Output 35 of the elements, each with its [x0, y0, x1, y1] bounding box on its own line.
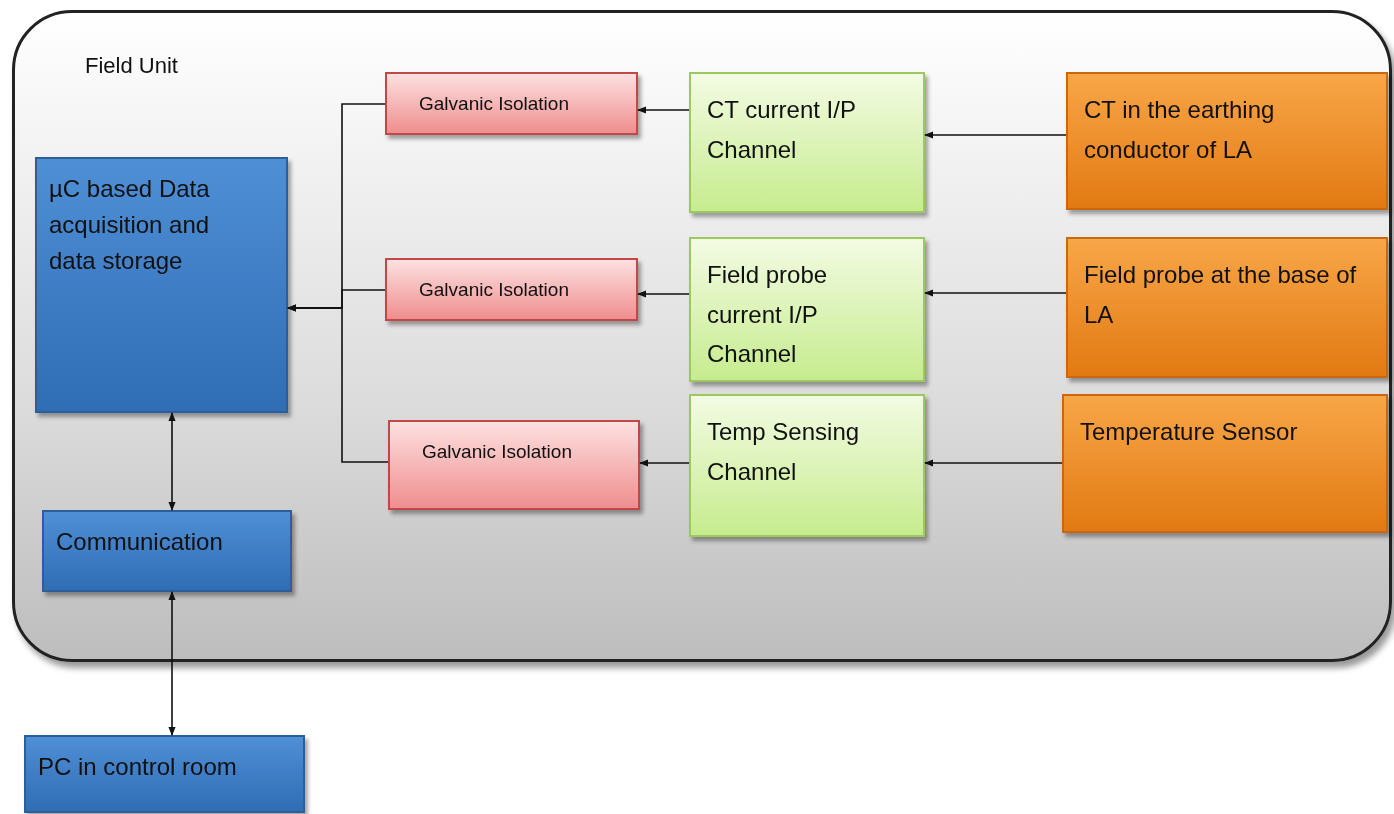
- box-label: µC based Data acquisition and data storage: [49, 174, 211, 276]
- arrow: [924, 131, 1067, 139]
- sensor-box: [1062, 394, 1388, 533]
- arrow: [924, 289, 1067, 297]
- channel-box: [689, 237, 925, 382]
- box-label: Communication: [56, 527, 224, 557]
- box-label: Galvanic Isolation: [422, 440, 573, 464]
- box-label: CT current I/P Channel: [707, 95, 857, 165]
- process-box: [24, 735, 305, 813]
- isolation-box: [385, 258, 638, 321]
- box-label: Temperature Sensor: [1080, 417, 1299, 447]
- box-label: Galvanic Isolation: [419, 278, 570, 302]
- arrow: [924, 459, 1063, 467]
- box-label: Temp Sensing Channel: [707, 417, 861, 487]
- panel-title: Field Unit: [85, 52, 178, 80]
- isolation-box: [388, 420, 640, 510]
- field-unit-panel: [12, 10, 1392, 662]
- process-box: [42, 510, 292, 592]
- isolation-box: [385, 72, 638, 135]
- channel-box: [689, 394, 925, 537]
- box-label: Field probe at the base of LA: [1084, 260, 1358, 330]
- box-label: PC in control room: [38, 752, 238, 782]
- arrow: [287, 304, 389, 463]
- box-label: Galvanic Isolation: [419, 92, 570, 116]
- arrow: [168, 591, 176, 736]
- box-label: CT in the earthing conductor of LA: [1084, 95, 1276, 165]
- process-box: [35, 157, 288, 413]
- arrow: [637, 290, 690, 298]
- arrow: [168, 412, 176, 511]
- arrow: [637, 106, 690, 114]
- channel-box: [689, 72, 925, 213]
- sensor-box: [1066, 237, 1388, 378]
- sensor-box: [1066, 72, 1388, 210]
- arrow: [639, 459, 690, 467]
- box-label: Field probe current I/P Channel: [707, 260, 829, 370]
